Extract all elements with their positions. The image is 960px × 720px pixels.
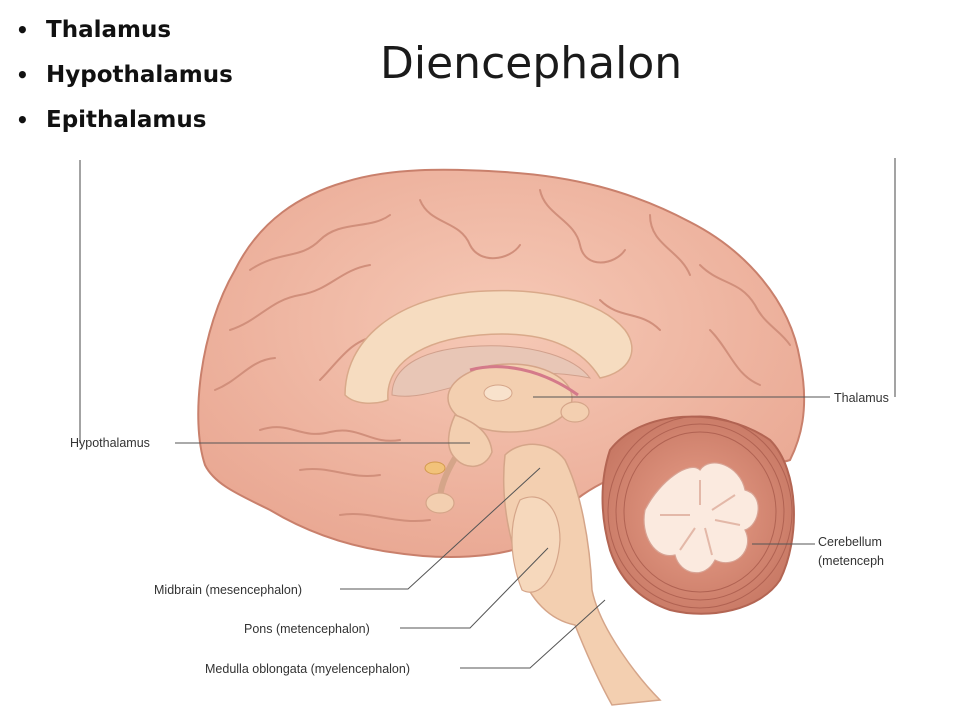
gyri-folds bbox=[214, 189, 791, 522]
bullet-epithalamus: •Epithalamus bbox=[16, 98, 233, 143]
label-midbrain: Midbrain (mesencephalon) bbox=[154, 583, 302, 597]
label-cerebellum-sub: (metenceph bbox=[818, 554, 884, 568]
midbrain-leader bbox=[340, 467, 541, 590]
arbor-vitae-branches bbox=[660, 480, 741, 556]
thalamus bbox=[447, 363, 573, 433]
bullet-hypothalamus: •Hypothalamus bbox=[16, 53, 233, 98]
slide-title: Diencephalon bbox=[380, 38, 683, 89]
bullet-dot: • bbox=[16, 108, 29, 132]
stria-medullaris bbox=[469, 365, 579, 397]
cerebellum-folia bbox=[607, 415, 793, 609]
medulla-leader bbox=[460, 599, 606, 669]
arbor-vitae bbox=[643, 462, 759, 574]
pineal-gland bbox=[560, 401, 590, 423]
hypothalamus bbox=[447, 414, 493, 467]
corpus-callosum bbox=[344, 289, 633, 405]
pons-leader bbox=[400, 547, 549, 629]
pons-bulge bbox=[511, 496, 561, 593]
bullet-list: •Thalamus •Hypothalamus •Epithalamus bbox=[16, 8, 233, 143]
label-thalamus: Thalamus bbox=[834, 391, 889, 405]
label-medulla: Medulla oblongata (myelencephalon) bbox=[205, 662, 410, 676]
bullet-thalamus: •Thalamus bbox=[16, 8, 233, 53]
label-pons: Pons (metencephalon) bbox=[244, 622, 370, 636]
bullet-dot: • bbox=[16, 18, 29, 42]
bullet-dot: • bbox=[16, 63, 29, 87]
label-hypothalamus: Hypothalamus bbox=[70, 436, 150, 450]
interthalamic-adhesion bbox=[483, 384, 513, 402]
optic-chiasm bbox=[424, 461, 446, 475]
label-cerebellum: Cerebellum bbox=[818, 535, 882, 549]
pituitary-gland bbox=[425, 492, 455, 514]
